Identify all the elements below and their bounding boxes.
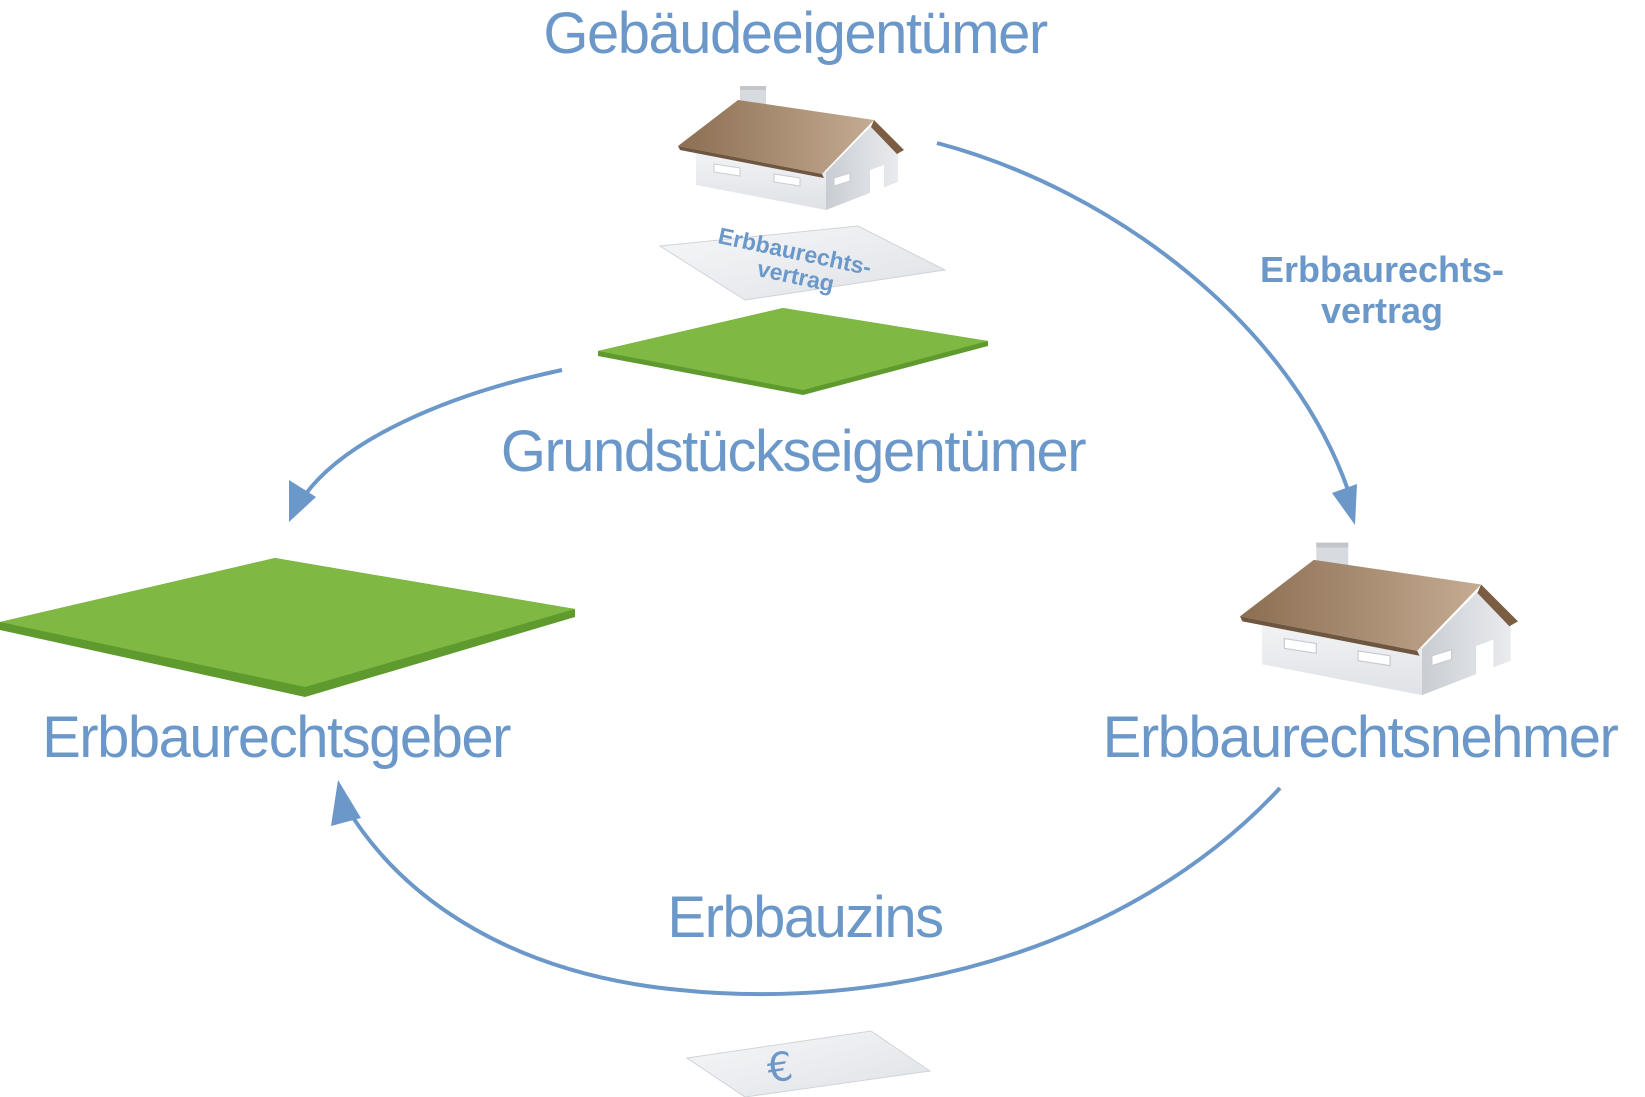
label-leaseholder: Erbbaurechtsnehmer [1103,705,1619,770]
label-contract-line2: vertrag [1321,290,1443,331]
land-parcel-icon [0,558,575,697]
house-icon [677,85,905,211]
land-parcel-icon [598,308,988,395]
euro-note-icon: € [685,1030,932,1097]
arrow-contract-to-leaseholder [936,141,1357,525]
label-grantor: Erbbaurechtsgeber [42,705,511,770]
contract-document-icon: Erbbaurechts- vertrag [658,222,947,301]
euro-symbol: € [764,1043,796,1092]
label-ground-rent: Erbbauzins [667,885,942,950]
arrowhead-down-icon [1332,484,1357,525]
house-icon [1239,542,1519,696]
arrow-landowner-to-grantor [289,368,563,522]
label-contract-line1: Erbbaurechts- [1260,249,1504,290]
label-land-owner: Grundstückseigentümer [501,419,1086,484]
label-building-owner: Gebäudeeigentümer [543,1,1048,66]
arrow-ground-rent-to-grantor [331,780,1282,997]
arrowhead-up-icon [331,780,361,826]
arrowhead-left-icon [289,480,316,522]
